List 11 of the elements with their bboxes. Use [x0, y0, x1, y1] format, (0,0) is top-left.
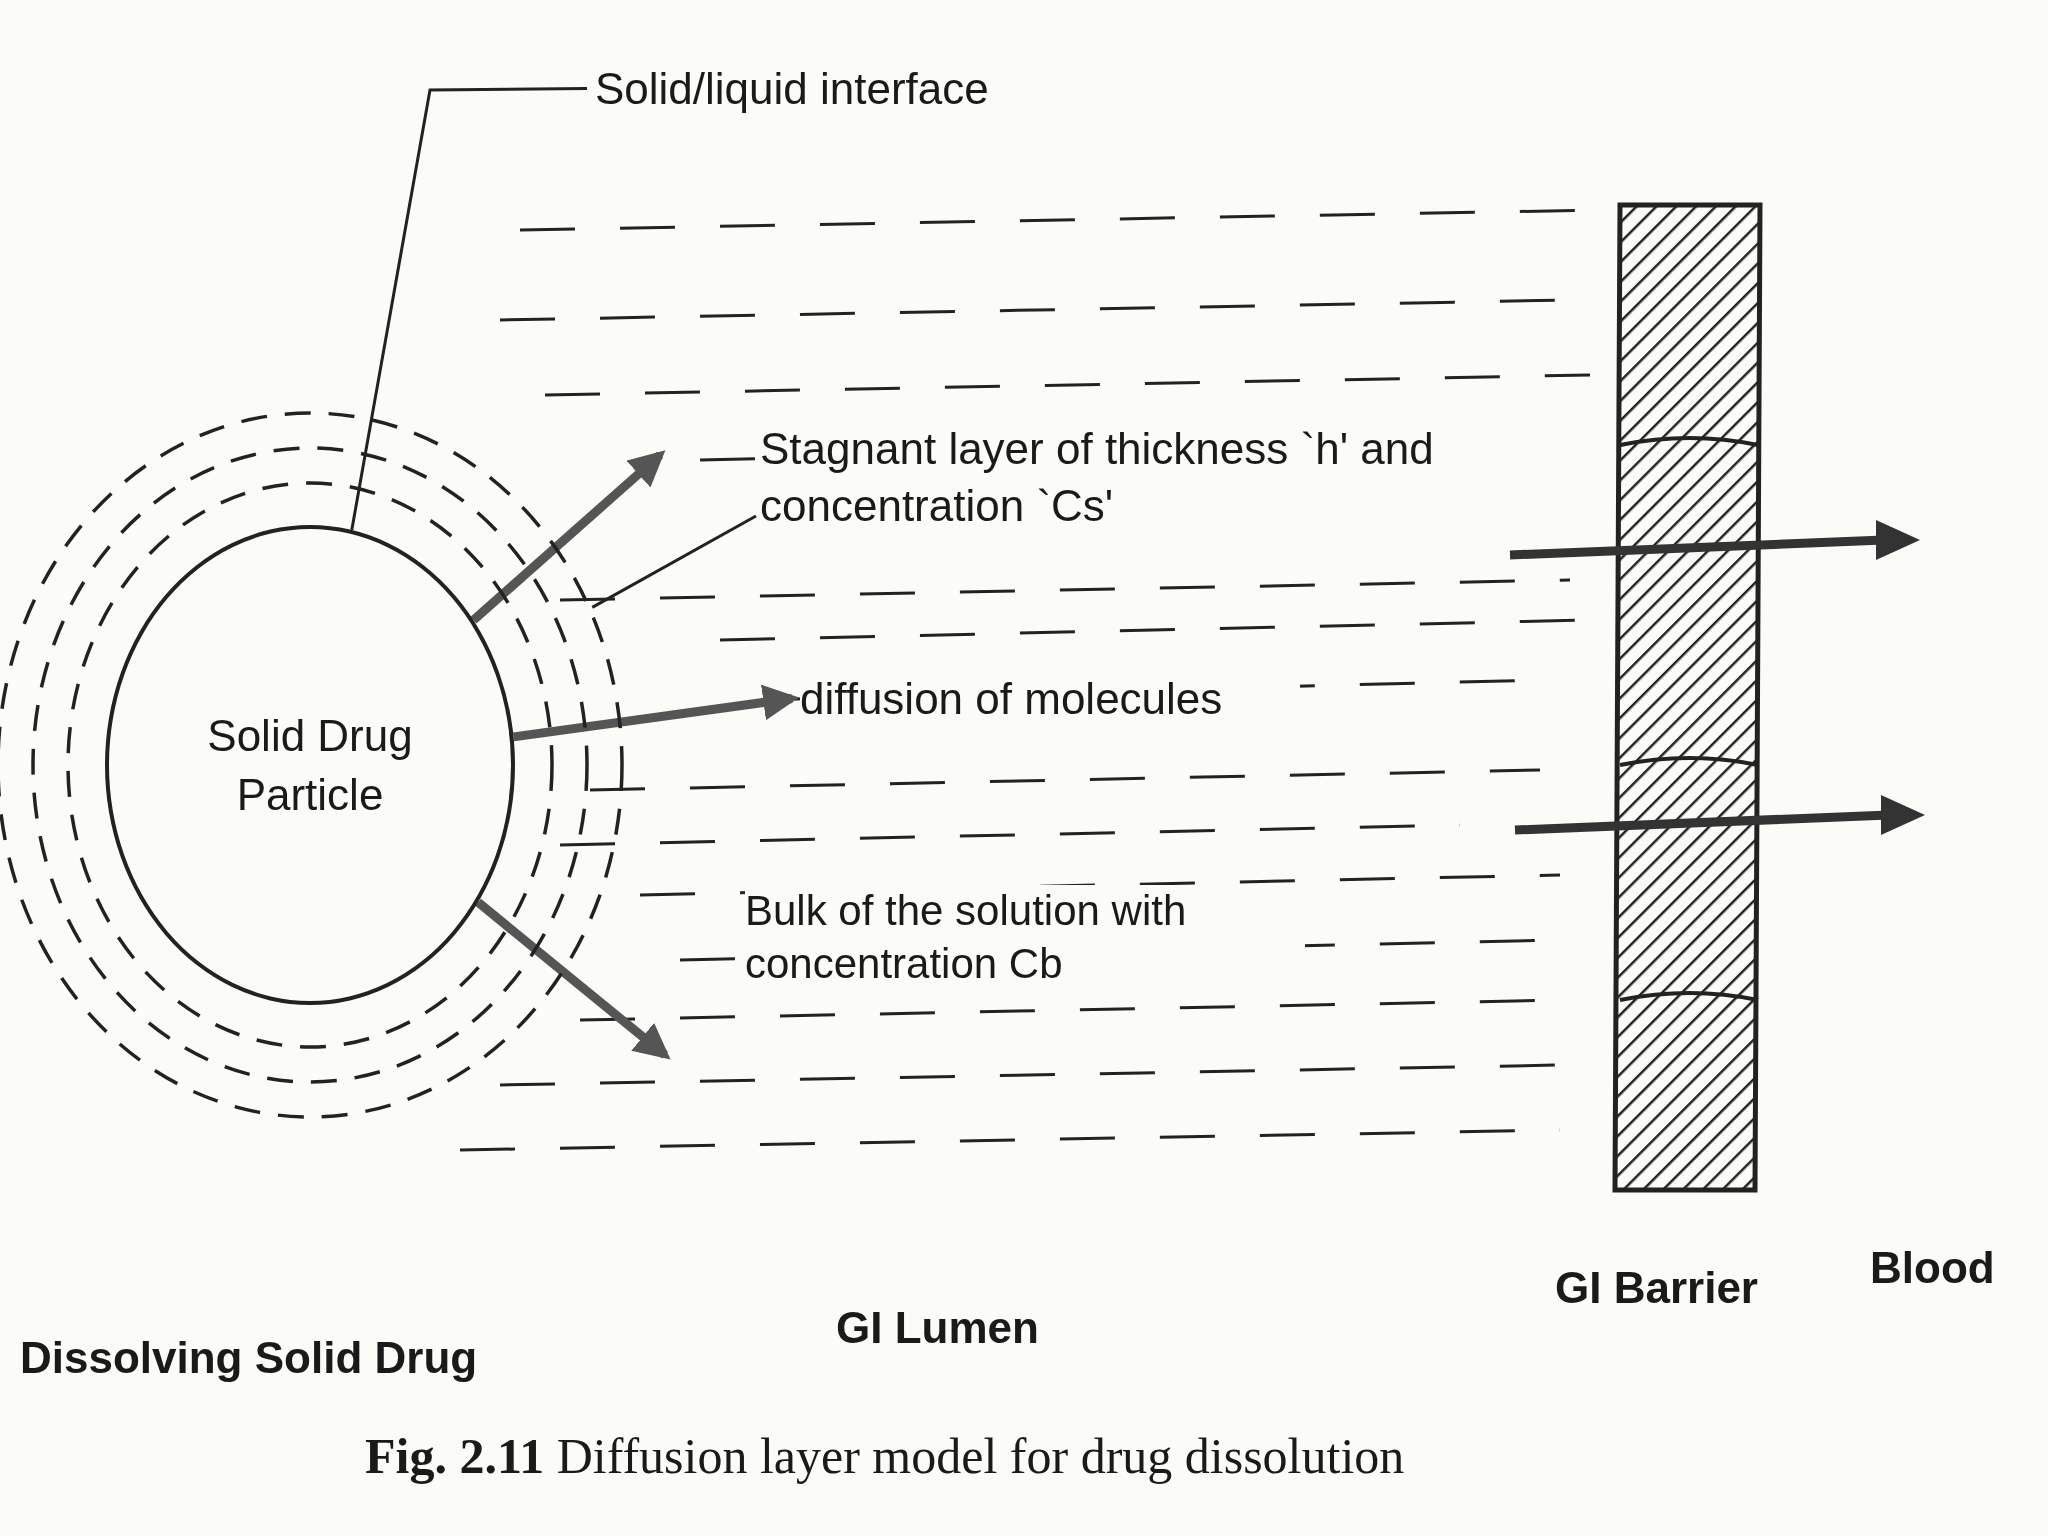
leader-line [350, 87, 587, 531]
stagnant-layer-rings [0, 410, 625, 1120]
region-label: GI Barrier [1555, 1262, 1759, 1314]
region-label: Blood [1870, 1242, 1996, 1294]
leader-line [591, 514, 757, 609]
arrow [475, 898, 671, 1060]
particle-label: Solid Drug Particle [206, 709, 414, 821]
region-label: Dissolving Solid Drug [20, 1332, 479, 1384]
arrow [470, 450, 666, 624]
region-label: GI Lumen [836, 1302, 1040, 1354]
figure-caption: Fig. 2.11 Diffusion layer model for drug dissolution [365, 1427, 1405, 1486]
